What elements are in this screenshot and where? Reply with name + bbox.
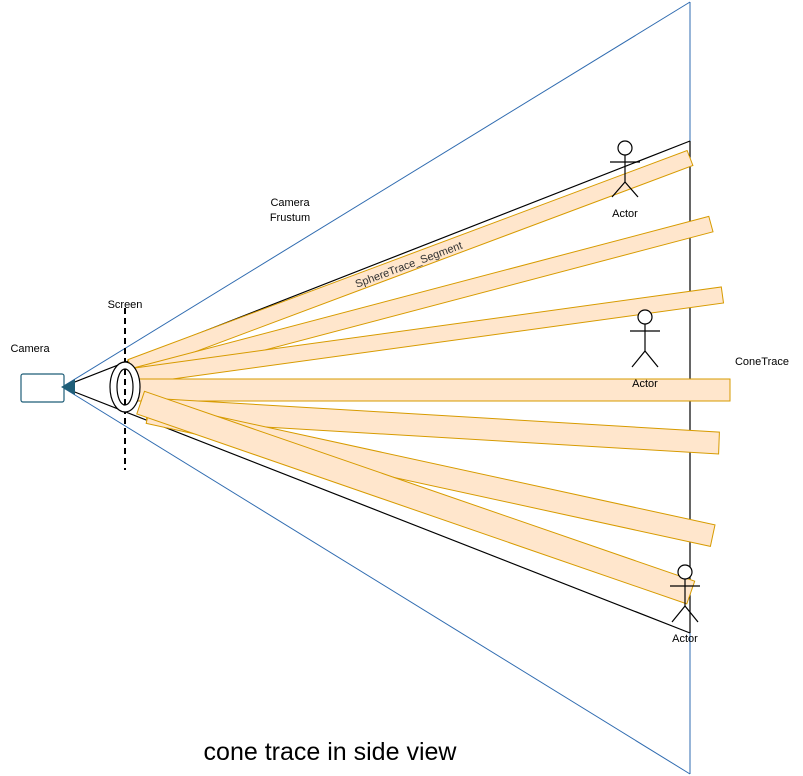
actor-bottom-label: Actor <box>672 633 698 645</box>
sphere-trace-segment-label: SphereTrace_Segment <box>354 240 464 291</box>
frustum-label-line2: Frustum <box>270 212 310 224</box>
actor-middle <box>630 309 660 368</box>
frustum-upper-edge <box>61 1 691 388</box>
screen <box>109 308 141 470</box>
camera <box>20 373 75 403</box>
actor-middle-label: Actor <box>632 378 658 390</box>
sphere-trace-segments <box>125 149 731 605</box>
frustum-label-line1: Camera <box>270 197 310 209</box>
camera-lens-icon <box>61 379 75 395</box>
camera-body <box>20 373 65 403</box>
actor-bottom <box>670 564 700 623</box>
diagram-caption: cone trace in side view <box>204 738 458 766</box>
trace-segment <box>136 390 696 605</box>
actor-top <box>610 140 640 198</box>
actor-icon <box>677 564 693 580</box>
camera-label: Camera <box>10 343 50 355</box>
actor-icon <box>637 309 653 325</box>
conetrace-label: ConeTrace <box>735 356 789 368</box>
actor-top-label: Actor <box>612 208 638 220</box>
screen-lens-outer <box>109 361 141 413</box>
actor-icon <box>617 140 633 156</box>
frustum-lower-edge <box>61 386 691 775</box>
screen-label: Screen <box>108 299 143 311</box>
